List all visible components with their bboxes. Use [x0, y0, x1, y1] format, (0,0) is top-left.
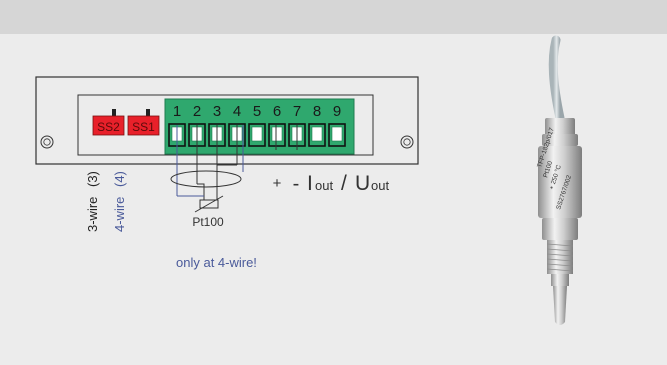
terminal-slots [168, 123, 346, 147]
ss2-label: SS2 [97, 120, 120, 134]
mounting-hole-right [400, 135, 414, 149]
minus-sign: - [293, 173, 300, 195]
pt100-resistor [199, 199, 219, 209]
slash: / [341, 172, 347, 195]
ss1-switch [127, 115, 160, 136]
board-outline [35, 76, 419, 165]
terminal-number-9: 9 [333, 103, 341, 120]
four-wire-lines [176, 125, 244, 197]
wiring-lines [196, 125, 298, 200]
svg-text:(4): (4) [112, 171, 127, 187]
current-output-symbol: I [307, 172, 313, 195]
terminal-number-4: 4 [233, 103, 241, 120]
three-wire-label: 3-wire (3) [85, 171, 100, 232]
sensor-tip [553, 286, 567, 325]
voltage-output-subscript: out [371, 178, 389, 193]
terminal-number-7: 7 [293, 103, 301, 120]
ss1-label: SS1 [132, 120, 155, 134]
current-output-subscript: out [315, 178, 333, 193]
four-wire-label: 4-wire (4) [112, 171, 127, 232]
voltage-output-symbol: U [355, 172, 370, 195]
pt100-label: Pt100 [192, 215, 224, 229]
temperature-sensor-illustration: TFP-182p/017 Pt100 + 250 °C SS2767/002 [536, 35, 582, 325]
terminal-number-3: 3 [213, 103, 221, 120]
svg-text:4-wire: 4-wire [112, 197, 127, 232]
header-bar [0, 0, 667, 34]
terminal-number-6: 6 [273, 103, 281, 120]
cable-shield-ellipse [170, 170, 242, 188]
terminal-number-5: 5 [253, 103, 261, 120]
four-wire-note: only at 4-wire! [176, 255, 257, 270]
sensor-cable [548, 35, 565, 123]
terminal-screw-8 [311, 126, 323, 142]
terminal-screw-9 [331, 126, 343, 142]
terminal-screw-6 [271, 126, 283, 142]
terminal-screw-5 [251, 126, 263, 142]
ss2-switch [92, 115, 125, 136]
inner-frame [77, 94, 374, 156]
plus-sign: + [273, 175, 282, 192]
terminal-number-2: 2 [193, 103, 201, 120]
sensor-body [538, 146, 582, 218]
terminal-number-8: 8 [313, 103, 321, 120]
mounting-hole-left [40, 135, 54, 149]
terminal-number-1: 1 [173, 103, 181, 120]
svg-text:(3): (3) [85, 171, 100, 187]
svg-text:3-wire: 3-wire [85, 197, 100, 232]
